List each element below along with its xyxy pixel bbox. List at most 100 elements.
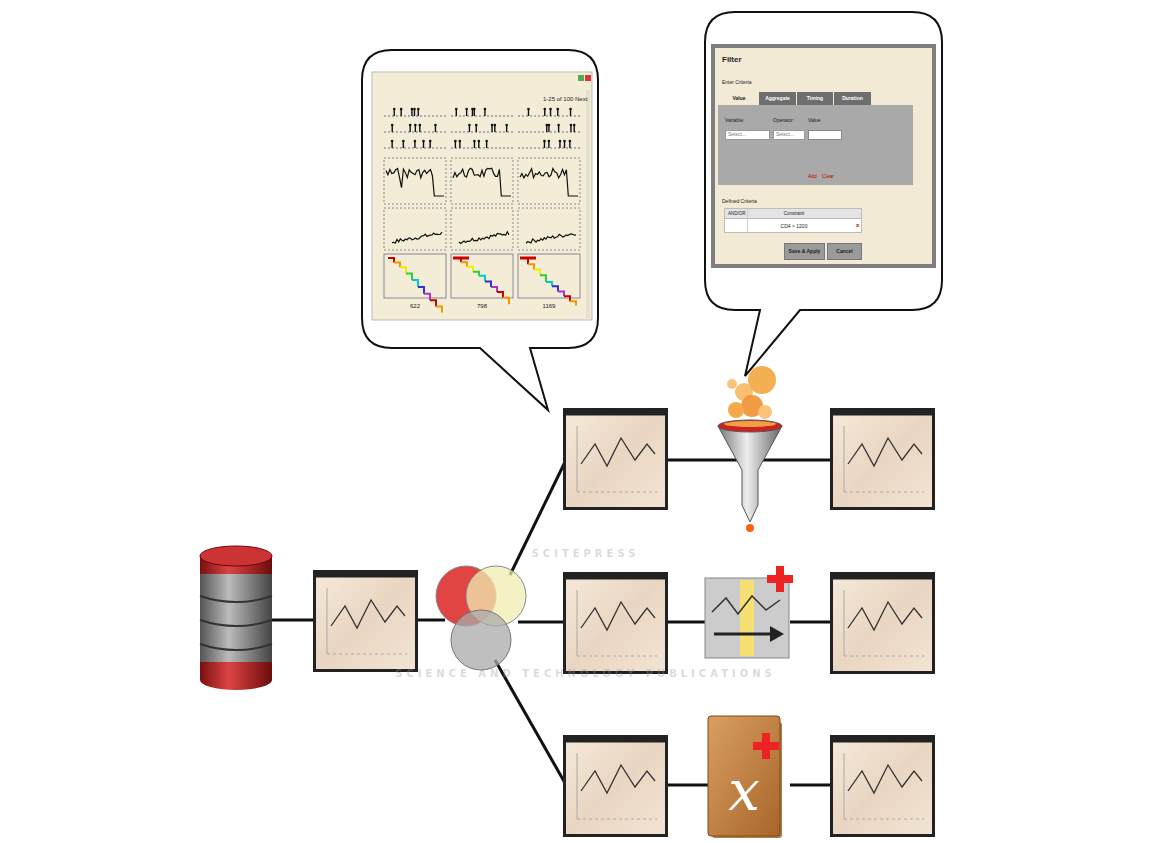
mini-chart-stroke (503, 298, 509, 305)
mini-chart-stroke (546, 282, 552, 286)
node-text: Filter (722, 56, 742, 65)
mini-chart-stroke (400, 108, 403, 111)
mini-chart-stroke (473, 108, 476, 111)
mini-chart-stroke (451, 254, 513, 298)
mini-chart-stroke (559, 140, 562, 143)
node-text: CD4 > 1200 (781, 224, 808, 230)
mini-chart-stroke (402, 140, 405, 143)
mini-chart-stroke (451, 158, 513, 204)
mini-chart-stroke (451, 116, 513, 117)
node-text: Timing (807, 96, 823, 102)
criteria-panel: Variable:Operator:ValueAddClearSelect...… (718, 105, 913, 185)
mini-chart-stroke (563, 140, 566, 143)
tab: Timing (797, 92, 833, 105)
mini-chart-stroke (400, 267, 406, 273)
mini-chart-stroke (451, 132, 513, 133)
mini-chart-stroke (468, 124, 471, 127)
thumbnail-callout: 1-25 of 100Next6227981169 (372, 72, 592, 320)
mini-chart-stroke (494, 124, 497, 127)
mini-chart-stroke (467, 267, 473, 272)
mini-chart-stroke (540, 275, 546, 282)
mini-chart-stroke (413, 108, 416, 111)
mini-chart-stroke (459, 232, 509, 244)
mini-chart-stroke (473, 140, 476, 143)
mini-chart-stroke (392, 232, 442, 243)
mini-chart-stroke (475, 124, 478, 127)
node-text: Variable: (725, 118, 744, 124)
node-text: Value (732, 96, 745, 102)
mini-chart-stroke (454, 140, 457, 143)
node-text: 798 (477, 303, 487, 310)
mini-chart-stroke (451, 208, 513, 250)
mini-chart-stroke (384, 208, 446, 250)
mini-chart-stroke (461, 262, 467, 267)
node-text: Aggregate (765, 96, 790, 102)
node-text: Select... (776, 132, 794, 138)
mini-chart-stroke (543, 140, 546, 143)
mini-chart-stroke (386, 169, 444, 197)
node-text: Select... (728, 132, 746, 138)
mini-chart-stroke (394, 262, 400, 267)
mini-chart-stroke (505, 124, 508, 127)
mini-chart-stroke (518, 208, 580, 250)
mini-chart-stroke (391, 124, 394, 127)
table-rule (747, 209, 748, 232)
mini-chart-stroke (485, 282, 491, 287)
mini-chart-stroke (455, 258, 461, 262)
mini-chart-stroke (518, 158, 580, 204)
mini-chart-stroke (424, 294, 430, 301)
watermark: SCITEPRESS (0, 548, 1171, 559)
mini-chart-stroke (414, 140, 417, 143)
mini-chart-stroke (430, 300, 436, 306)
node-text: Save & Apply (789, 249, 821, 255)
filter-dialog: FilterEnter CriteriaDefined CriteriaValu… (715, 48, 932, 264)
mini-chart-stroke (518, 254, 580, 298)
mini-chart-stroke (412, 280, 418, 287)
select-box: Select... (725, 130, 770, 140)
node-text: Enter Criteria (722, 80, 751, 86)
node-text: 1169 (543, 303, 556, 310)
mini-chart-stroke (473, 272, 479, 276)
mini-chart-stroke (418, 287, 424, 294)
mini-chart-stroke (409, 124, 412, 127)
mini-chart-stroke (534, 270, 540, 276)
mini-chart-stroke (388, 258, 394, 262)
watermark: SCIENCE AND TECHNOLOGY PUBLICATIONS (0, 668, 1171, 679)
mini-chart-stroke (549, 108, 552, 111)
node-text: Constraint (784, 212, 805, 217)
mini-chart-stroke (573, 124, 576, 127)
mini-chart-stroke (548, 140, 551, 143)
mini-chart-stroke (422, 140, 425, 143)
mini-chart-stroke (520, 169, 578, 197)
mini-chart-stroke (434, 124, 437, 127)
node-text: 622 (410, 303, 420, 310)
mini-chart-stroke (465, 108, 468, 111)
node-text: AND/OR (728, 212, 746, 217)
mini-chart-stroke (384, 158, 446, 204)
mini-chart-stroke (485, 140, 488, 143)
mini-chart-stroke (411, 108, 414, 111)
node-text: Next (575, 96, 587, 103)
mini-chart-stroke (436, 307, 442, 313)
button: Cancel (827, 243, 862, 260)
mini-chart-stroke (417, 108, 420, 111)
mini-chart-stroke (570, 301, 576, 305)
mini-chart-stroke (478, 140, 481, 143)
tab: Duration (834, 92, 871, 105)
tab: Value (720, 92, 758, 105)
mini-chart-stroke (484, 108, 487, 111)
node-text: x (856, 222, 859, 229)
mini-chart-stroke (419, 124, 422, 127)
mini-chart-stroke (522, 258, 528, 264)
node-text: Operator: (773, 118, 794, 124)
mini-chart-stroke (552, 286, 558, 291)
mini-chart-stroke (564, 296, 570, 301)
criteria-table: AND/OR ConstraintCD4 > 1200 x (724, 208, 862, 233)
mini-chart-stroke (479, 276, 485, 282)
mini-chart-stroke (557, 124, 560, 127)
mini-chart-stroke (453, 168, 511, 196)
mini-chart-stroke (569, 140, 572, 143)
mini-chart-stroke (569, 108, 572, 111)
mini-chart-stroke (429, 140, 432, 143)
